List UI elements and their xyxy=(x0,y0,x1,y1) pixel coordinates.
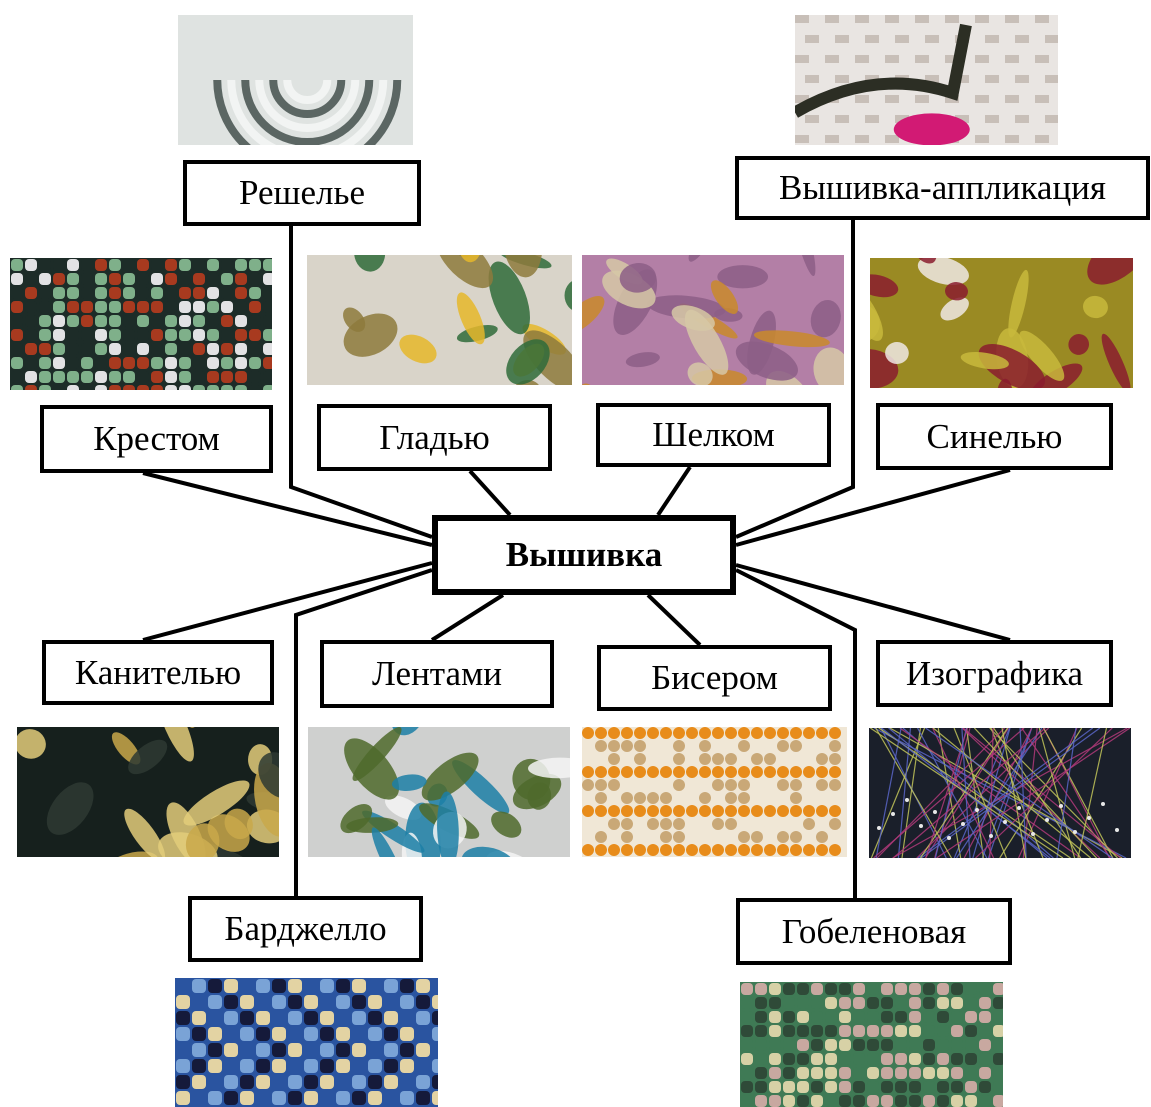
node-label-sinelyu: Синелью xyxy=(927,417,1063,457)
node-izografika: Изографика xyxy=(876,640,1113,707)
node-label-shelkom: Шелком xyxy=(652,415,775,455)
photo-gobelen xyxy=(740,982,1003,1107)
node-applique: Вышивка-аппликация xyxy=(735,156,1150,220)
center-node: Вышивка xyxy=(432,515,736,595)
connector-izografika xyxy=(736,565,1010,640)
photo-reshelye xyxy=(178,15,413,145)
node-label-krestom: Крестом xyxy=(93,419,220,459)
node-label-izografika: Изографика xyxy=(906,654,1083,694)
photo-izografika xyxy=(869,728,1131,858)
connector-biserom xyxy=(648,595,700,645)
connector-shelkom xyxy=(658,467,690,515)
connector-lentami xyxy=(432,595,503,640)
photo-krestom xyxy=(10,258,272,390)
center-node-label: Вышивка xyxy=(506,535,662,575)
node-bardzhello: Барджелло xyxy=(188,896,423,962)
photo-lentami xyxy=(308,727,570,857)
photo-bardzhello xyxy=(175,978,438,1107)
node-label-reshelye: Решелье xyxy=(239,173,365,213)
photo-sinelyu xyxy=(870,258,1133,388)
node-kanitelyu: Канителью xyxy=(42,640,274,705)
node-label-biserom: Бисером xyxy=(651,658,778,698)
node-sinelyu: Синелью xyxy=(876,403,1113,470)
node-label-lentami: Лентами xyxy=(372,654,502,694)
node-label-applique: Вышивка-аппликация xyxy=(779,168,1106,208)
node-gladyu: Гладью xyxy=(317,404,552,471)
connector-kanitelyu xyxy=(143,563,432,640)
node-biserom: Бисером xyxy=(597,645,832,711)
connector-sinelyu xyxy=(736,470,1010,545)
connector-krestom xyxy=(143,473,432,545)
photo-applique xyxy=(795,15,1058,145)
photo-kanitelyu xyxy=(17,727,279,857)
node-gobelen: Гобеленовая xyxy=(736,898,1012,965)
node-reshelye: Решелье xyxy=(183,160,421,226)
photo-biserom xyxy=(582,727,847,857)
connector-gladyu xyxy=(470,471,510,515)
photo-shelkom xyxy=(582,255,844,385)
node-label-gobelen: Гобеленовая xyxy=(782,912,966,952)
photo-gladyu xyxy=(307,255,572,385)
node-label-kanitelyu: Канителью xyxy=(75,653,241,693)
node-krestom: Крестом xyxy=(40,405,273,473)
node-lentami: Лентами xyxy=(320,640,554,708)
node-shelkom: Шелком xyxy=(596,403,831,467)
node-label-gladyu: Гладью xyxy=(379,418,490,458)
node-label-bardzhello: Барджелло xyxy=(224,909,386,949)
